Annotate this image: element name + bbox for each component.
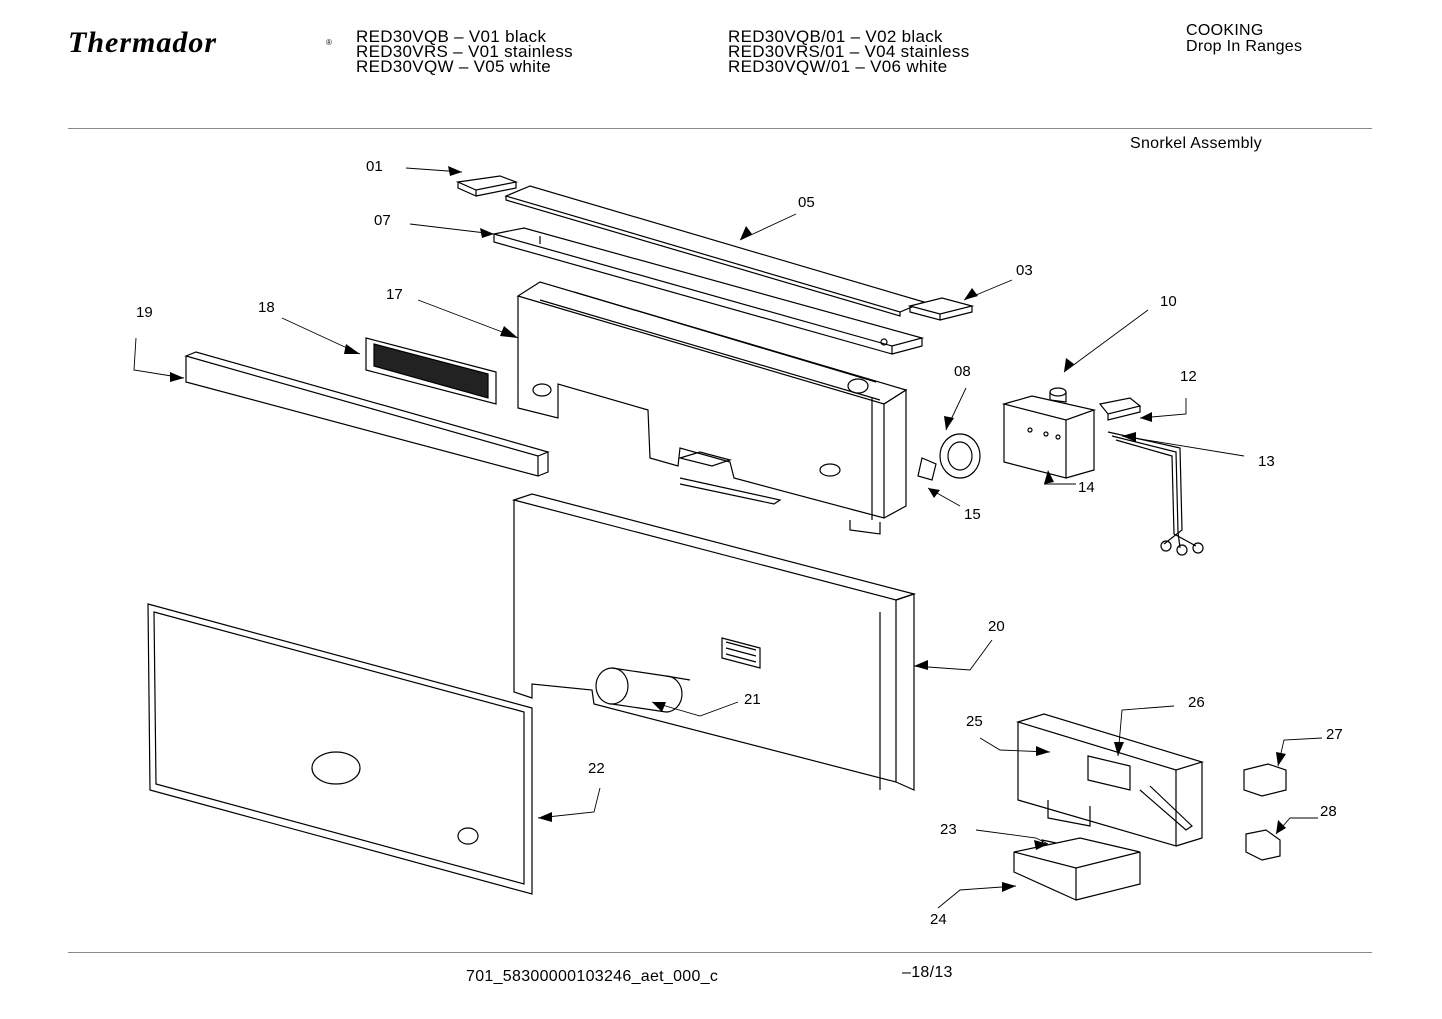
part-number-labels: 01 05 07 03 17 10 18 19 08 12 13 14 15 2… [136, 158, 1343, 928]
part-28-clip [1245, 829, 1281, 861]
part-27-clip [1243, 763, 1287, 797]
label-01: 01 [366, 158, 383, 175]
model-list-left: RED30VQB – V01 black RED30VRS – V01 stai… [356, 27, 573, 76]
model-line: RED30VQB/01 – V02 black [728, 27, 943, 46]
label-12: 12 [1180, 368, 1197, 385]
part-22-front-panel [147, 603, 533, 895]
label-28: 28 [1320, 803, 1337, 820]
leader-arrowheads [170, 166, 1286, 892]
part-12-relay [1098, 397, 1142, 421]
part-03-end-cap [907, 297, 975, 321]
part-10-switch [1049, 387, 1067, 403]
part-24-cover [1013, 837, 1141, 901]
label-22: 22 [588, 760, 605, 777]
part-01-end-cap [455, 175, 519, 197]
label-15: 15 [964, 506, 981, 523]
label-14: 14 [1078, 479, 1095, 496]
label-27: 27 [1326, 726, 1343, 743]
header-divider [68, 128, 1372, 129]
label-07: 07 [374, 212, 391, 229]
label-10: 10 [1160, 293, 1177, 310]
label-26: 26 [1188, 694, 1205, 711]
label-05: 05 [798, 194, 815, 211]
part-20-rear-panel [511, 493, 917, 791]
part-26-control-box [1015, 713, 1205, 847]
brand-logo: Thermador [68, 26, 218, 59]
part-21-motor [595, 667, 691, 713]
label-08: 08 [954, 363, 971, 380]
section-title: Snorkel Assembly [1130, 135, 1262, 152]
part-13-wire-harness [1107, 431, 1204, 556]
page-number: –18/13 [902, 964, 953, 981]
part-15-clip [917, 457, 937, 481]
category: COOKING Drop In Ranges [1186, 23, 1302, 55]
label-18: 18 [258, 299, 275, 316]
label-19: 19 [136, 304, 153, 321]
part-08-fan-ring [939, 433, 981, 479]
label-24: 24 [930, 911, 947, 928]
label-23: 23 [940, 821, 957, 838]
label-21: 21 [744, 691, 761, 708]
model-list-right: RED30VQB/01 – V02 black RED30VRS/01 – V0… [728, 27, 970, 76]
part-18-grille [365, 337, 497, 405]
part-07-channel [493, 227, 925, 355]
part-19-front-trim [184, 351, 550, 477]
label-13: 13 [1258, 453, 1275, 470]
model-line: RED30VQW – V05 white [356, 57, 551, 76]
registered-mark: ® [326, 38, 332, 47]
document-id: 701_58300000103246_aet_000_c [466, 968, 719, 985]
part-17-snorkel-housing [516, 281, 908, 535]
subcategory-label: Drop In Ranges [1186, 38, 1303, 55]
model-line: RED30VRS – V01 stainless [356, 42, 573, 61]
label-25: 25 [966, 713, 983, 730]
model-line: RED30VRS/01 – V04 stainless [728, 42, 970, 61]
footer-divider [68, 952, 1372, 953]
label-17: 17 [386, 286, 403, 303]
model-line: RED30VQW/01 – V06 white [728, 57, 948, 76]
label-03: 03 [1016, 262, 1033, 279]
model-line: RED30VQB – V01 black [356, 27, 547, 46]
category-label: COOKING [1186, 22, 1264, 39]
part-14-bracket [1001, 395, 1097, 479]
label-20: 20 [988, 618, 1005, 635]
